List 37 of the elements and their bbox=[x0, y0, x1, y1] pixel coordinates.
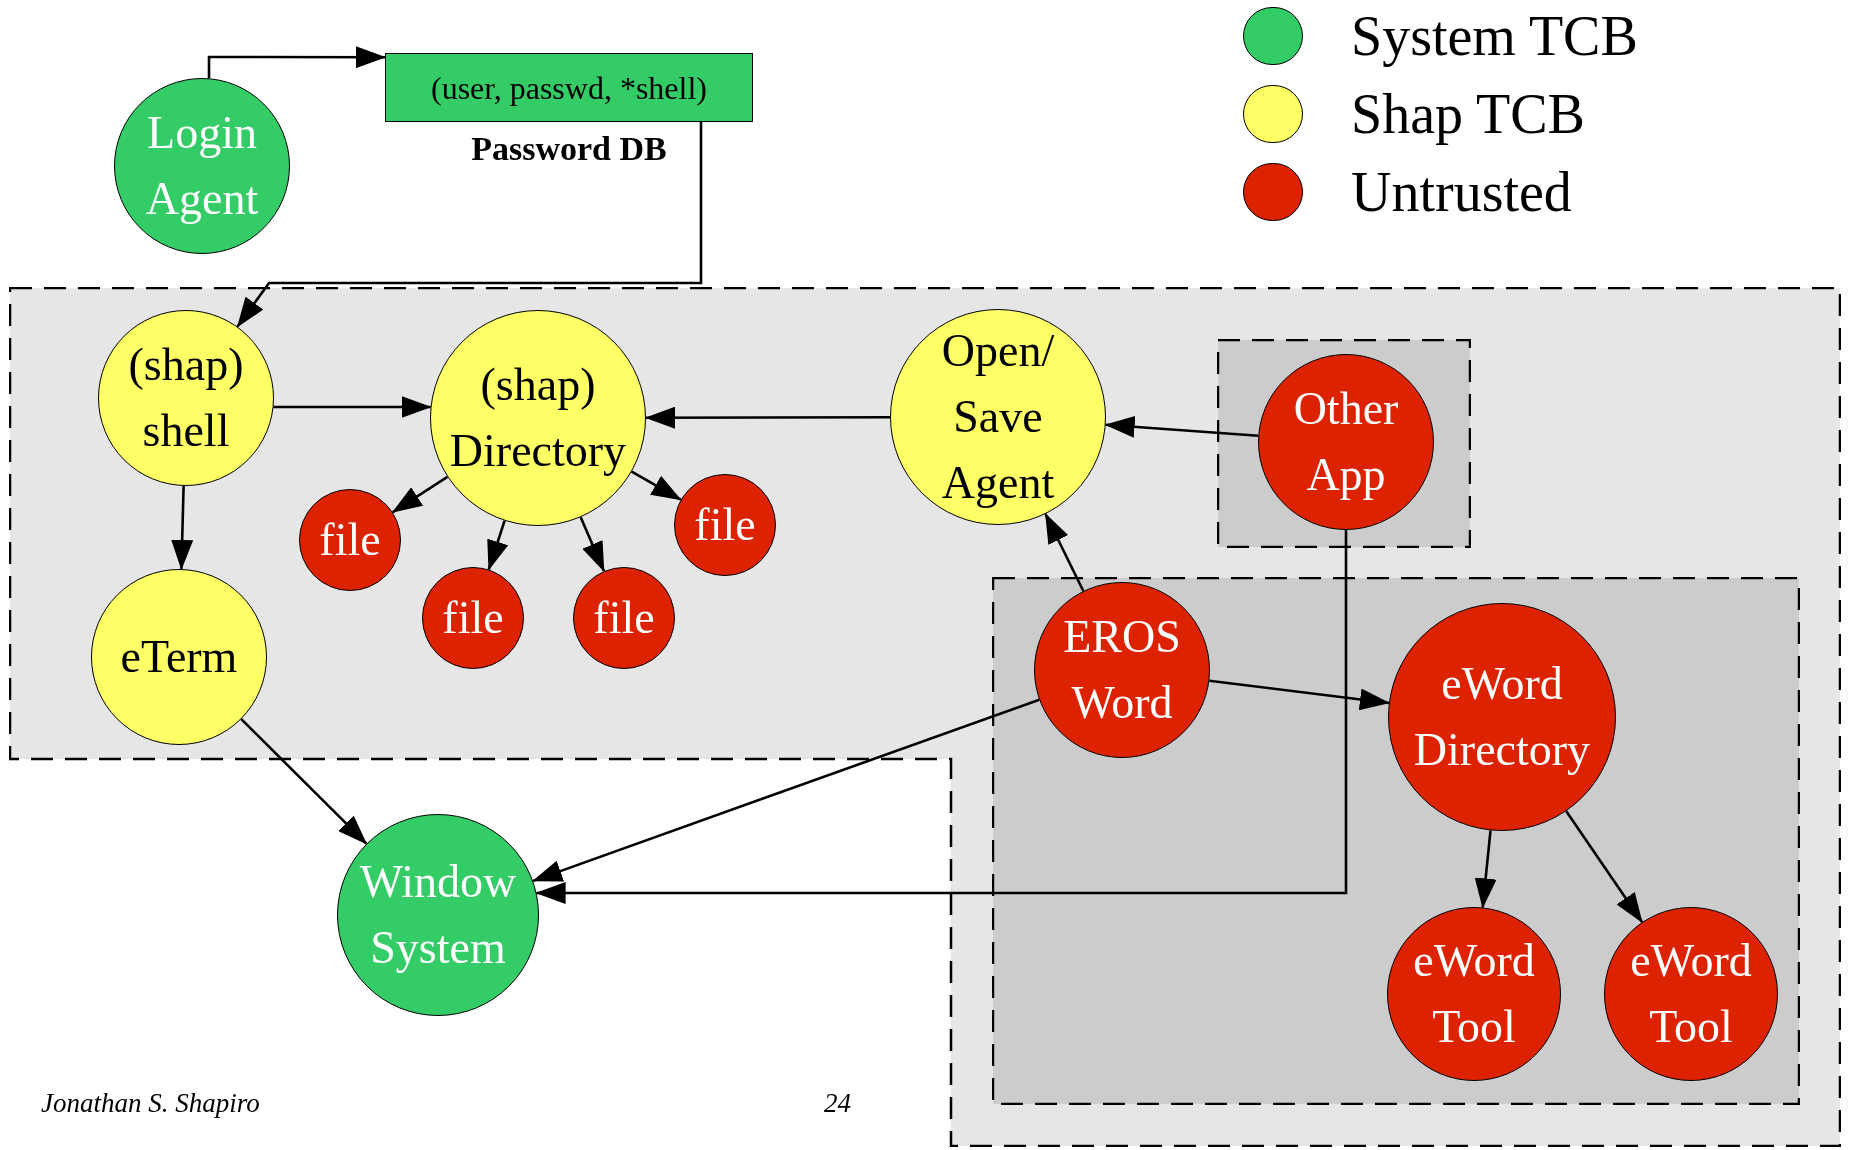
node-label: eWord Tool bbox=[1412, 934, 1536, 1054]
arrow bbox=[391, 475, 449, 514]
arrow bbox=[273, 396, 432, 418]
node-label: eTerm bbox=[119, 630, 239, 684]
node-label: eWord Tool bbox=[1629, 934, 1753, 1054]
arrow bbox=[1044, 513, 1085, 592]
arrow bbox=[240, 718, 368, 845]
arrow bbox=[207, 46, 386, 79]
arrow bbox=[535, 530, 1348, 904]
arrow bbox=[645, 406, 890, 429]
node-label: Open/ Save Agent bbox=[940, 324, 1056, 510]
legend-label: Untrusted bbox=[1351, 164, 1572, 220]
node-label: file bbox=[441, 591, 505, 645]
arrow bbox=[1104, 415, 1259, 438]
arrow bbox=[487, 520, 509, 571]
node-label: EROS Word bbox=[1062, 610, 1182, 730]
arrow bbox=[532, 698, 1040, 883]
arrow bbox=[236, 122, 703, 328]
node-label: file bbox=[592, 591, 656, 645]
node-label: Window System bbox=[358, 855, 518, 975]
node-label: (shap) Directory bbox=[448, 358, 628, 478]
arrow bbox=[171, 485, 194, 570]
arrow bbox=[1209, 679, 1390, 711]
page-number: 24 bbox=[824, 1090, 851, 1117]
database-heading: Password DB bbox=[470, 132, 668, 166]
arrow bbox=[579, 516, 606, 572]
node-label: eWord Directory bbox=[1412, 657, 1592, 777]
node-label: file bbox=[318, 513, 382, 567]
arrow bbox=[1474, 830, 1497, 909]
node-label: (shap) shell bbox=[127, 338, 245, 458]
node-label: Other App bbox=[1292, 382, 1400, 502]
node-label: file bbox=[693, 498, 757, 552]
node-label: Login Agent bbox=[144, 106, 260, 226]
arrow bbox=[631, 470, 682, 501]
author-footer: Jonathan S. Shapiro bbox=[41, 1090, 260, 1117]
arrow bbox=[1565, 810, 1644, 923]
db-record-box: (user, passwd, *shell) bbox=[385, 53, 753, 122]
